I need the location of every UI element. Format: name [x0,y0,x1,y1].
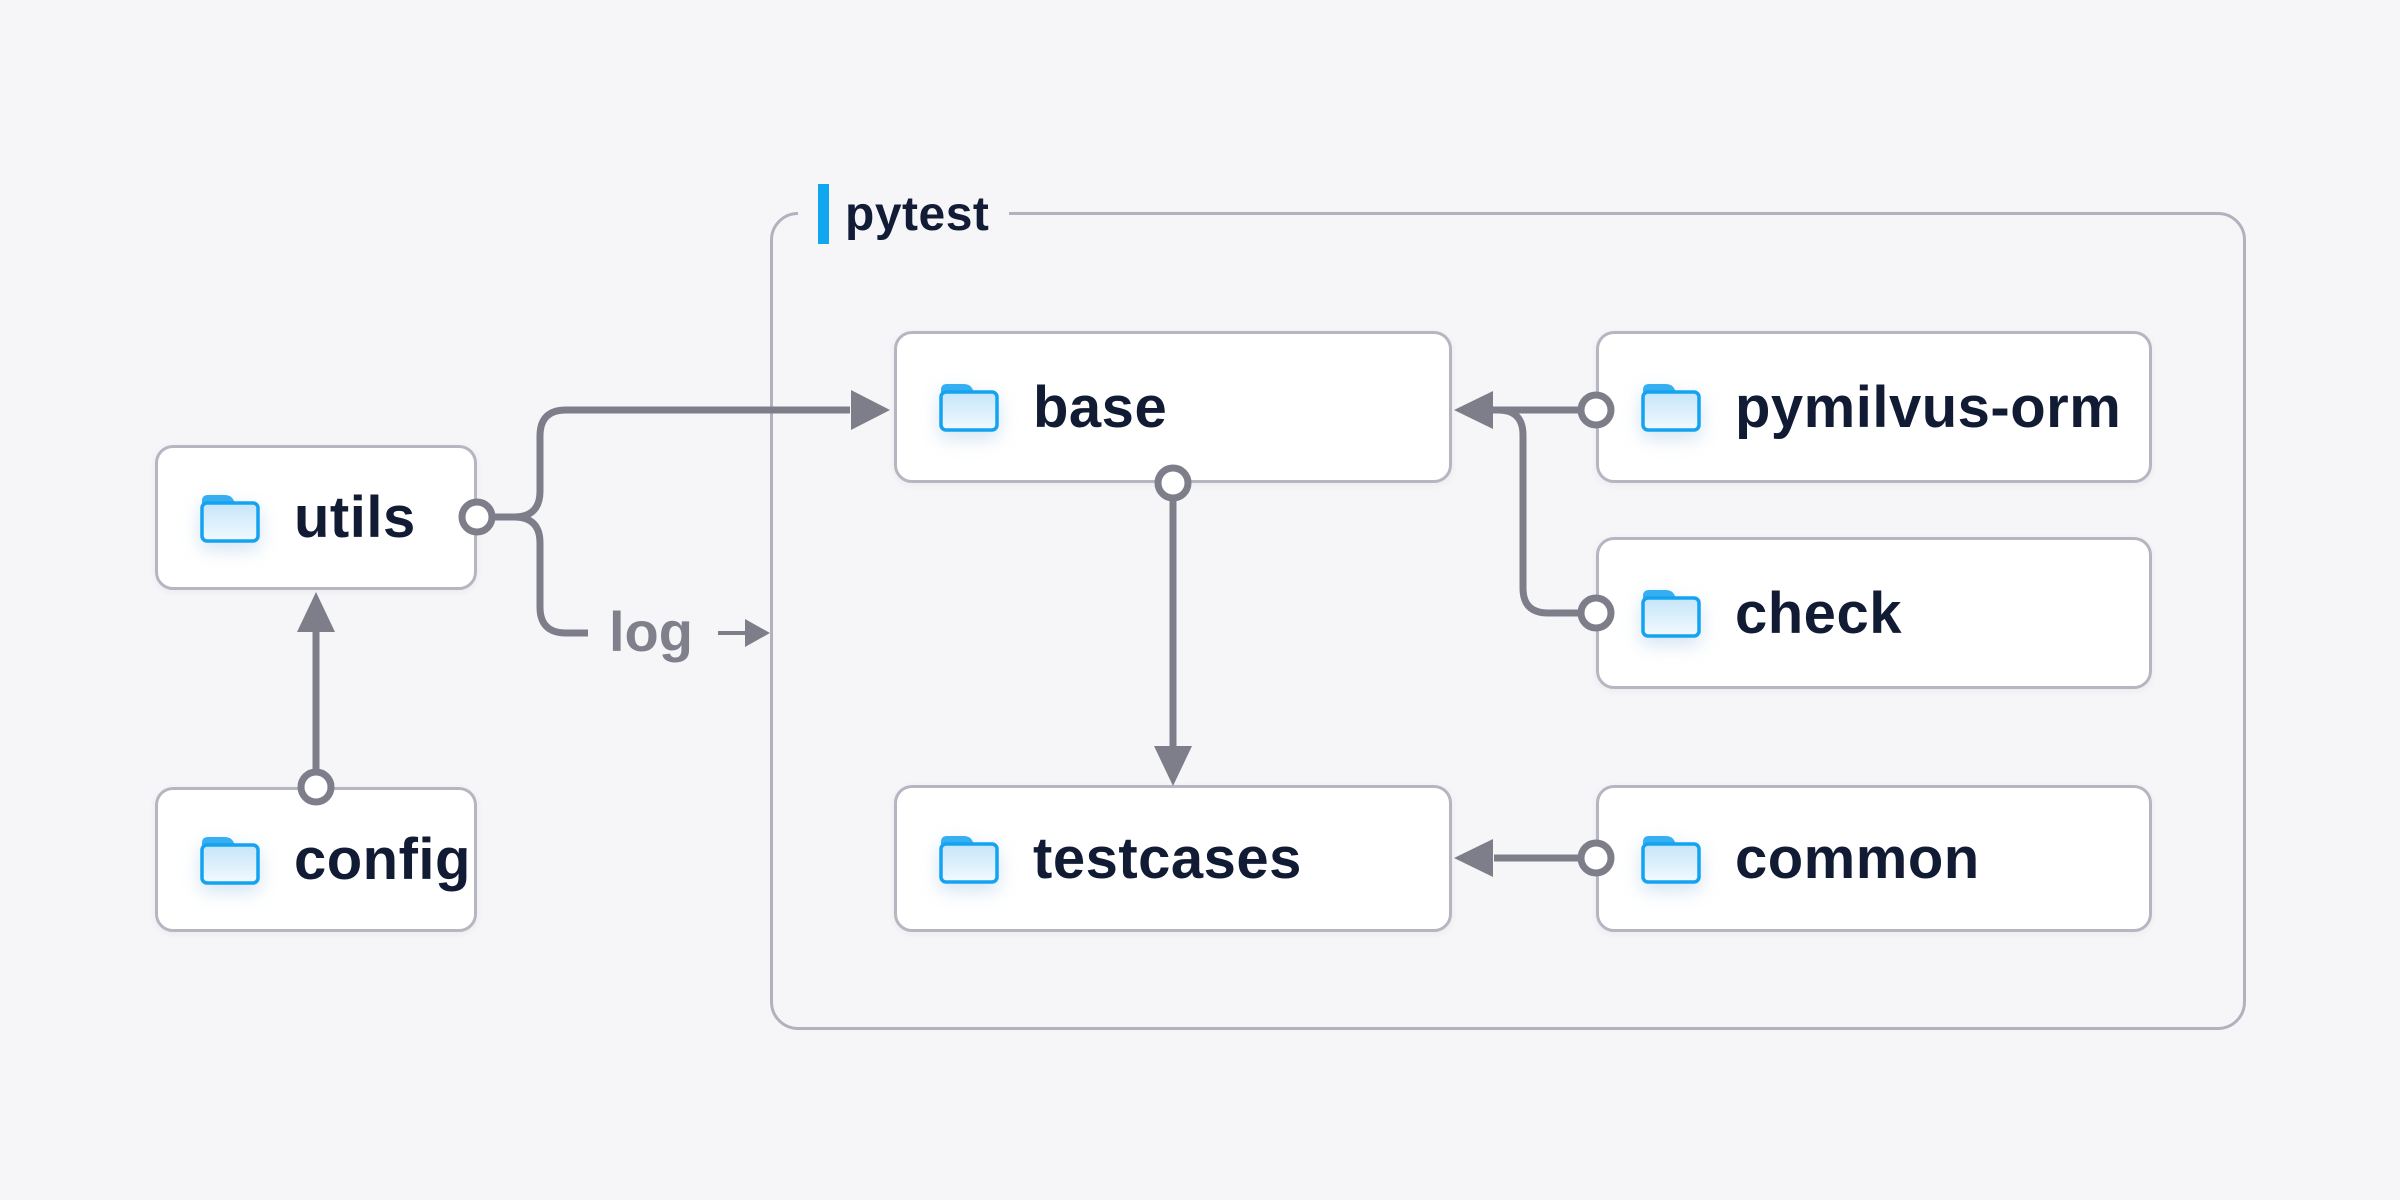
node-label: utils [294,485,416,550]
folder-icon [200,834,260,885]
pytest-group [770,212,2246,1030]
node-label: config [294,827,471,892]
folder-icon [939,833,999,884]
node-label: testcases [1033,826,1302,891]
node-label: common [1735,826,1980,891]
node-label: check [1735,580,1902,646]
edge-config-utils [297,592,335,806]
node-common: common [1596,785,2152,932]
pytest-group-label: pytest [798,183,1010,245]
folder-icon [939,382,999,432]
edge-label-log: log [609,600,693,663]
folder-icon [1641,588,1701,638]
accent-bar-icon [818,184,829,244]
node-check: check [1596,537,2152,689]
node-label: pymilvus-orm [1735,374,2122,440]
node-label: base [1033,374,1168,440]
node-utils: utils [155,445,477,590]
folder-icon [1641,382,1701,432]
node-testcases: testcases [894,785,1452,932]
node-base: base [894,331,1452,483]
arrowhead-up-icon [297,592,335,632]
arrowhead-right-icon [745,619,770,647]
node-config: config [155,787,477,932]
folder-icon [200,492,260,543]
folder-icon [1641,833,1701,884]
node-pymilvus-orm: pymilvus-orm [1596,331,2152,483]
pytest-group-title: pytest [845,187,990,241]
